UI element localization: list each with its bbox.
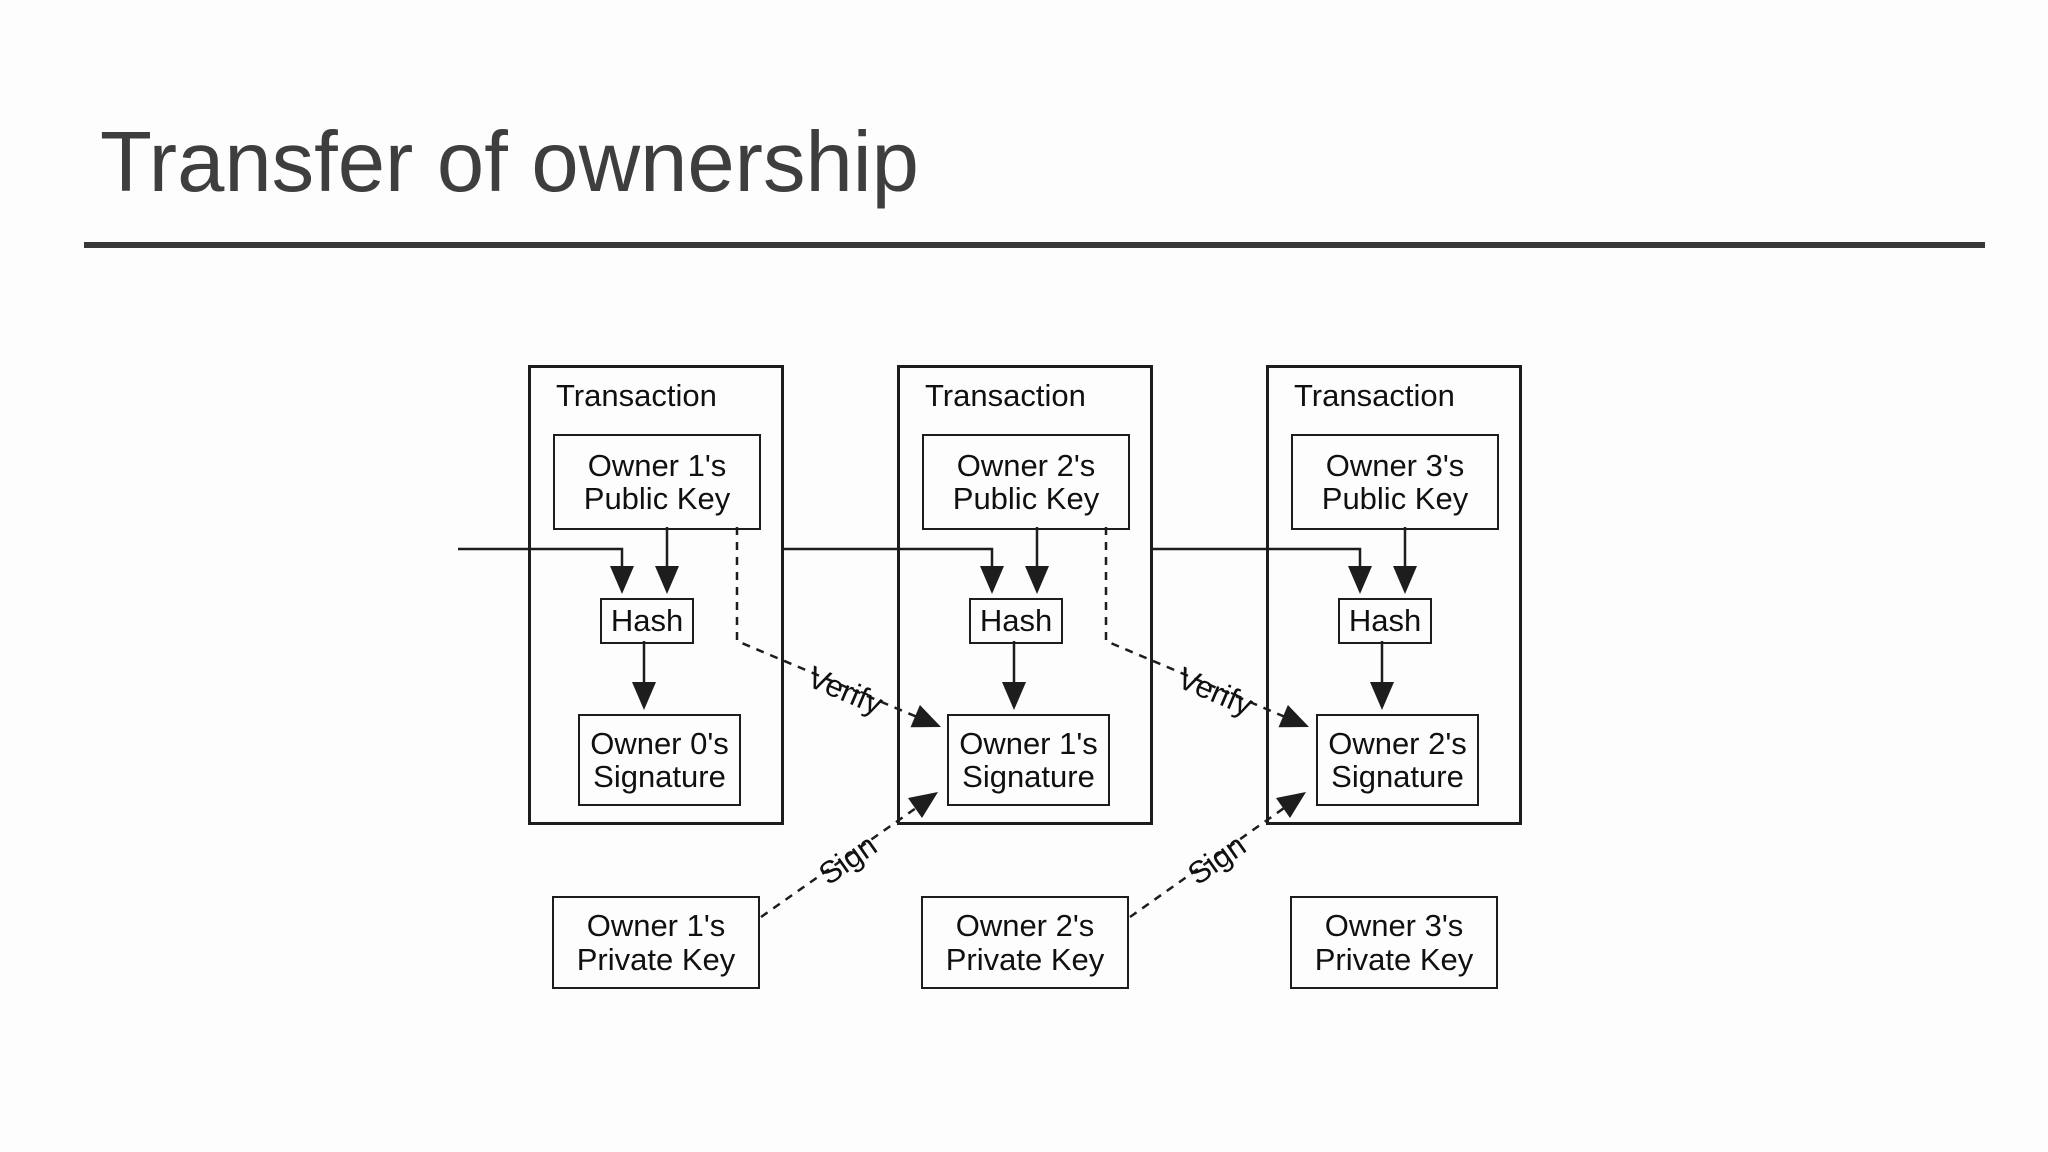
private-key-line2: Private Key: [945, 941, 1105, 977]
signature-line2: Signature: [962, 759, 1095, 794]
owner2-private-key-box: Owner 2's Private Key: [921, 896, 1129, 989]
transaction-title: Transaction: [1294, 378, 1455, 413]
sign-label-2: Sign: [1181, 827, 1253, 892]
public-key-line1: Owner 2's: [956, 447, 1096, 483]
private-key-line2: Private Key: [1314, 941, 1474, 977]
owner0-signature-box: Owner 0's Signature: [578, 714, 741, 806]
owner2-public-key-box: Owner 2's Public Key: [922, 434, 1130, 530]
signature-line1: Owner 0's: [590, 725, 729, 761]
transaction-box-3: Transaction Owner 3's Public Key Hash Ow…: [1266, 365, 1522, 825]
hash-box-2: Hash: [969, 598, 1063, 644]
slide-title: Transfer of ownership: [100, 115, 919, 210]
verify-label-2: Verify: [1172, 660, 1258, 723]
public-key-line2: Public Key: [583, 481, 731, 516]
verify-label-1: Verify: [802, 659, 888, 722]
owner3-private-key-box: Owner 3's Private Key: [1290, 896, 1498, 989]
hash-label: Hash: [1348, 603, 1422, 639]
public-key-line1: Owner 3's: [1325, 447, 1465, 483]
signature-line1: Owner 2's: [1328, 725, 1467, 761]
transaction-box-2: Transaction Owner 2's Public Key Hash Ow…: [897, 365, 1153, 825]
private-key-line2: Private Key: [576, 941, 736, 977]
public-key-line2: Public Key: [1321, 481, 1469, 516]
signature-line2: Signature: [1331, 759, 1464, 794]
transaction-box-1: Transaction Owner 1's Public Key Hash Ow…: [528, 365, 784, 825]
private-key-line1: Owner 2's: [955, 908, 1095, 944]
owner1-private-key-box: Owner 1's Private Key: [552, 896, 760, 989]
owner1-signature-box: Owner 1's Signature: [947, 714, 1110, 806]
owner3-public-key-box: Owner 3's Public Key: [1291, 434, 1499, 530]
private-key-line1: Owner 1's: [586, 908, 726, 944]
public-key-line1: Owner 1's: [587, 447, 727, 483]
hash-label: Hash: [610, 603, 684, 639]
hash-box-1: Hash: [600, 598, 694, 644]
public-key-line2: Public Key: [952, 481, 1100, 516]
signature-line1: Owner 1's: [959, 725, 1098, 761]
hash-box-3: Hash: [1338, 598, 1432, 644]
title-underline: [84, 242, 1985, 248]
owner2-signature-box: Owner 2's Signature: [1316, 714, 1479, 806]
signature-line2: Signature: [593, 759, 726, 794]
sign-label-1: Sign: [812, 827, 884, 892]
private-key-line1: Owner 3's: [1324, 908, 1464, 944]
hash-label: Hash: [979, 603, 1053, 639]
transaction-title: Transaction: [925, 378, 1086, 413]
transaction-title: Transaction: [556, 378, 717, 413]
owner1-public-key-box: Owner 1's Public Key: [553, 434, 761, 530]
